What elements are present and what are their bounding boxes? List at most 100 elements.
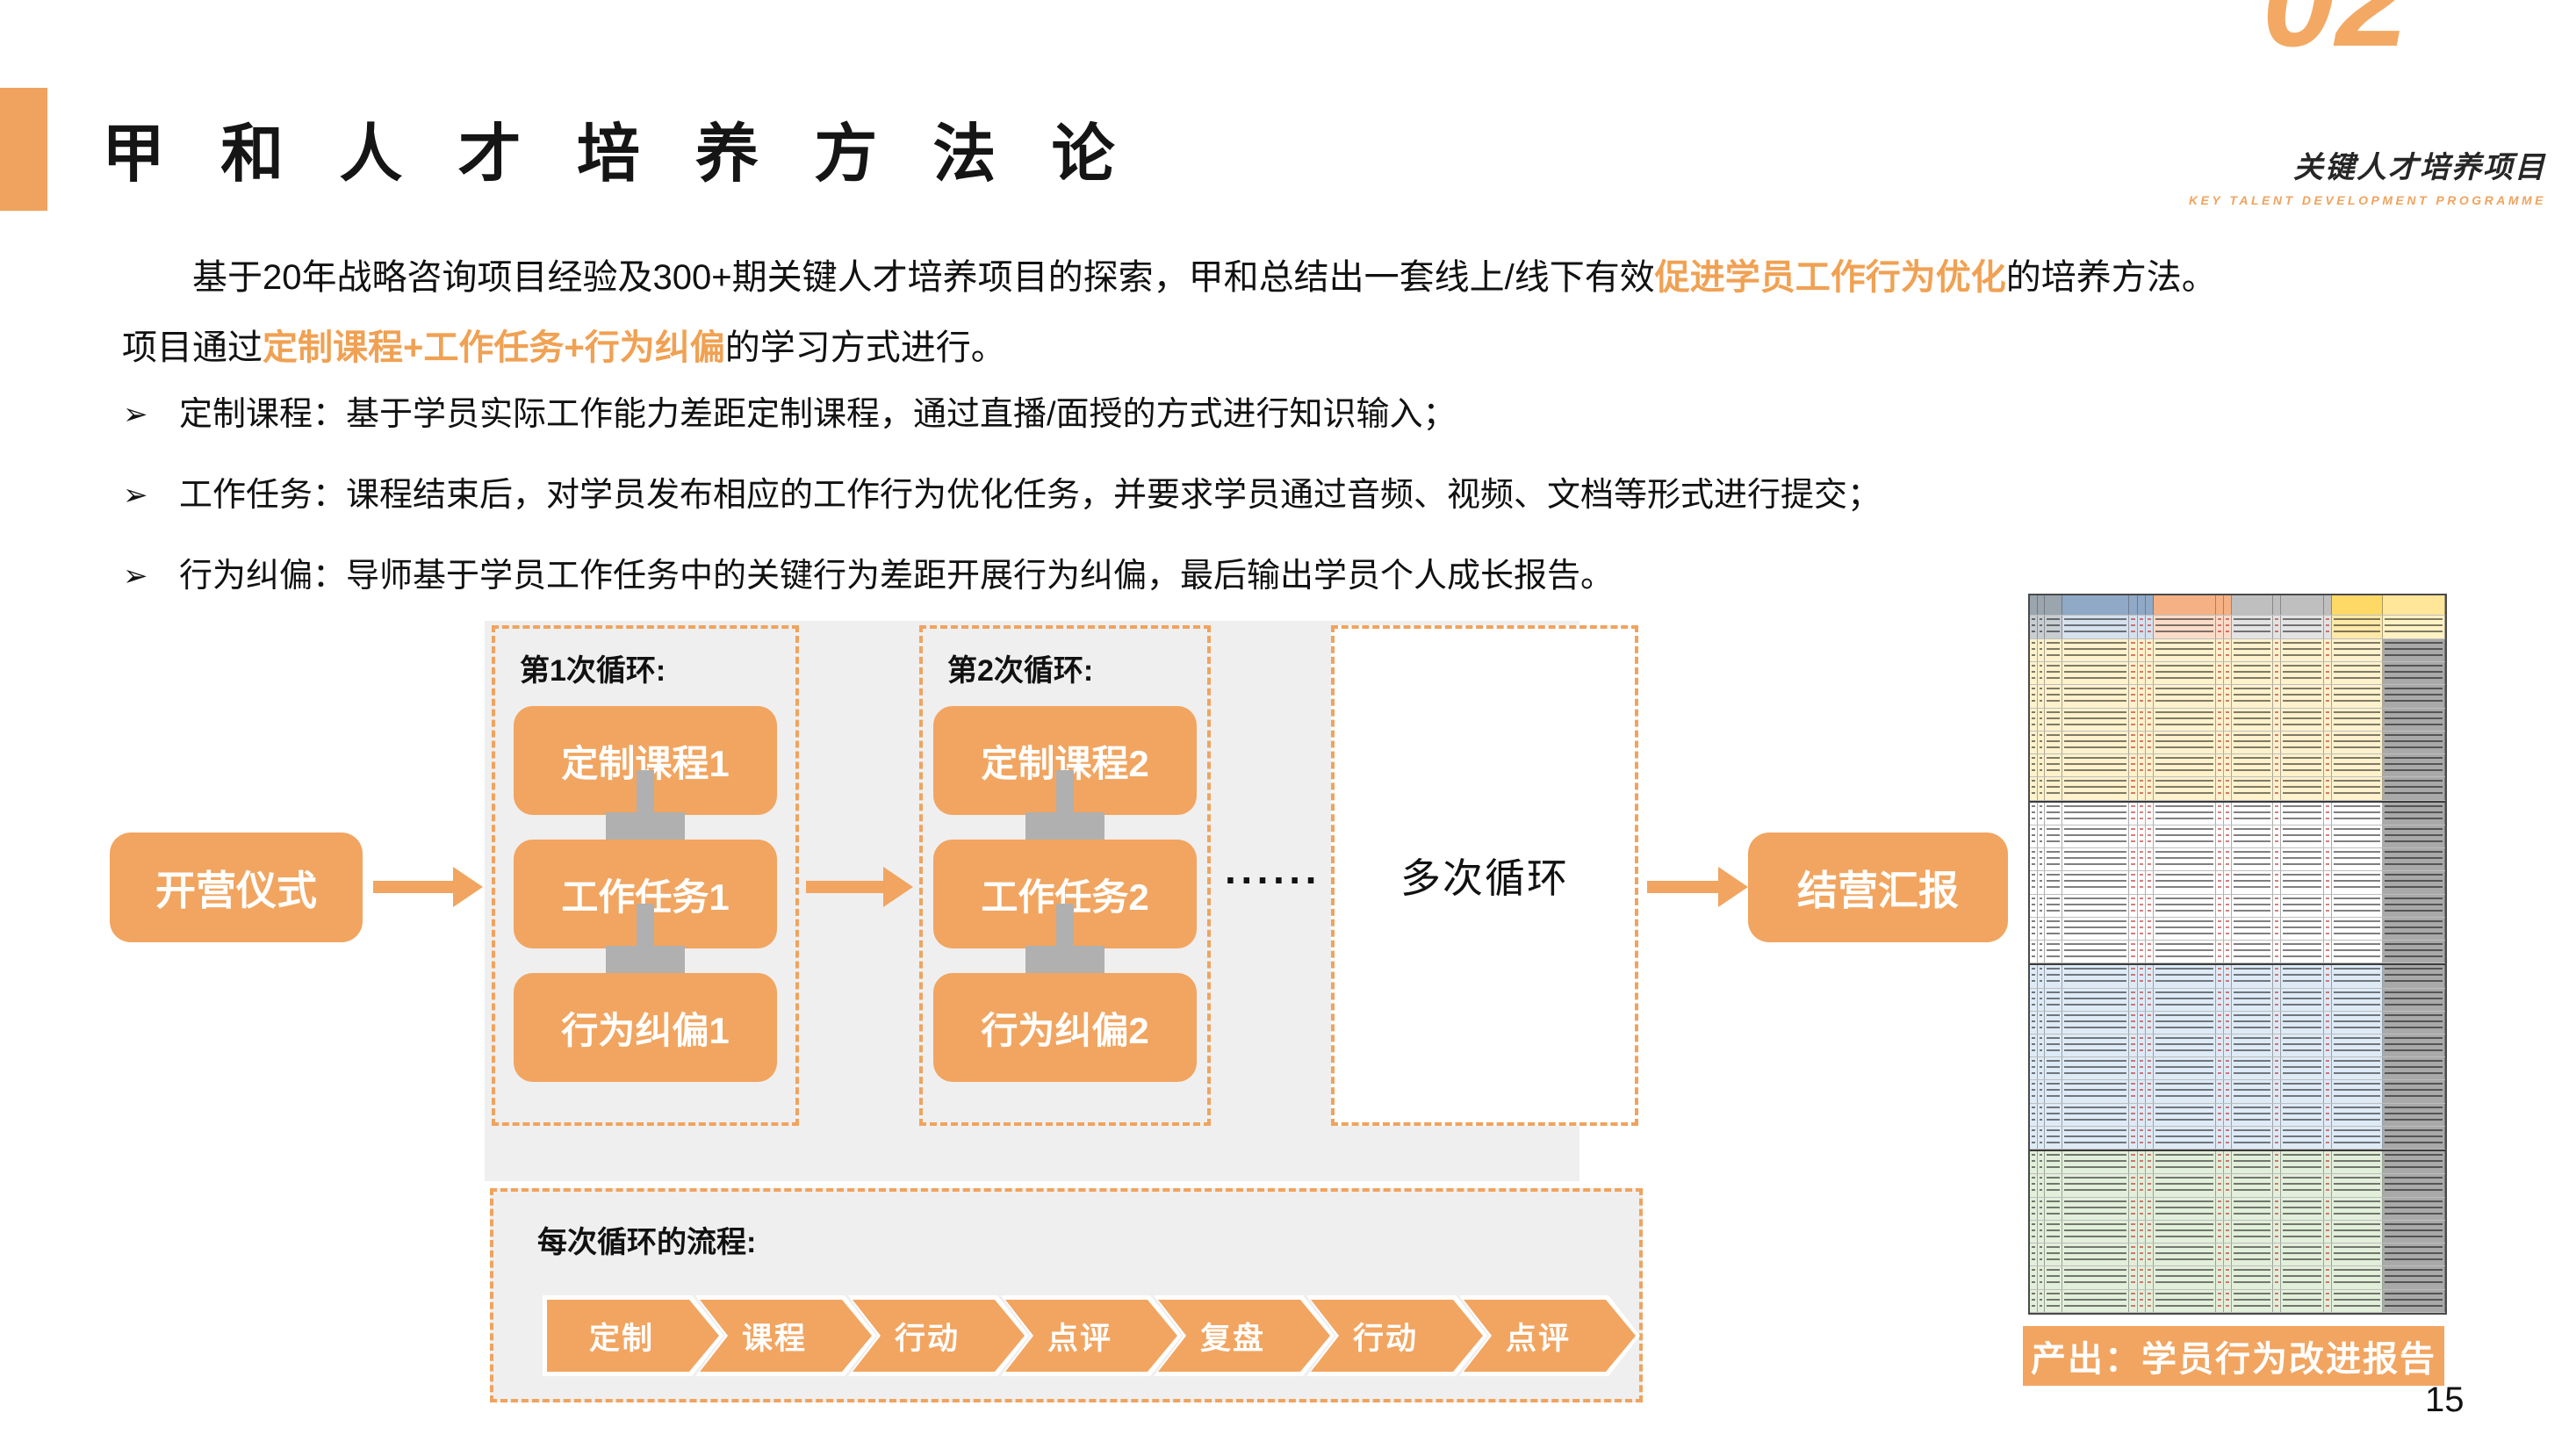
report-table-cell	[2273, 639, 2282, 662]
report-table-cell	[2382, 848, 2445, 871]
report-table-cell	[2030, 871, 2039, 894]
report-table-cell	[2224, 708, 2233, 731]
report-table-cell	[2382, 685, 2445, 708]
report-table-cell	[2232, 1034, 2274, 1057]
report-table-cell	[2382, 917, 2445, 941]
report-table-cell	[2044, 871, 2063, 894]
report-table-cell	[2062, 1289, 2130, 1312]
report-table-cell	[2224, 662, 2233, 685]
report-table-cell	[2038, 1034, 2045, 1057]
report-table-cell	[2044, 1057, 2063, 1080]
report-table-cell	[2153, 917, 2216, 941]
report-table-cell	[2216, 754, 2225, 777]
report-table-cell	[2232, 1220, 2274, 1244]
report-table-cell	[2281, 1174, 2324, 1197]
report-table-cell	[2038, 965, 2045, 988]
report-table-cell	[2030, 1103, 2039, 1126]
report-table-cell	[2382, 662, 2445, 685]
report-table-cell	[2153, 685, 2216, 708]
chapter-number-clip: 02	[2177, 0, 2546, 138]
report-table-cell	[2216, 1126, 2225, 1150]
report-table-cell	[2232, 1080, 2274, 1103]
report-table-cell	[2281, 616, 2324, 638]
report-table-cell	[2216, 1244, 2225, 1266]
report-table-cell	[2232, 965, 2274, 988]
report-table-cell	[2062, 1266, 2130, 1289]
report-table-cell	[2323, 731, 2332, 754]
report-table-cell	[2129, 825, 2138, 848]
report-table-cell	[2216, 1103, 2225, 1126]
report-table-cell	[2137, 1197, 2146, 1220]
report-table-cell	[2331, 1289, 2383, 1312]
intro-paragraph: 基于20年战略咨询项目经验及300+期关键人才培养项目的探索，甲和总结出一套线上…	[122, 242, 2528, 383]
cycle-1-step-correction: 行为纠偏1	[514, 973, 777, 1082]
report-table-cell	[2224, 965, 2233, 988]
chevron-step: 课程	[695, 1295, 876, 1376]
report-table-cell	[2038, 988, 2045, 1011]
report-table-cell	[2331, 708, 2383, 731]
report-table-cell	[2038, 1266, 2045, 1289]
report-table-cell	[2216, 685, 2225, 708]
report-table-cell	[2129, 616, 2138, 638]
report-table-cell	[2216, 662, 2225, 685]
report-table-cell	[2331, 1057, 2383, 1080]
report-table-cell	[2273, 1244, 2282, 1266]
flow-arrow-icon	[373, 867, 483, 907]
report-table-cell	[2232, 802, 2274, 825]
report-table-cell	[2323, 894, 2332, 917]
report-table-cell	[2224, 595, 2233, 615]
report-table-cell	[2038, 616, 2045, 638]
report-table-cell	[2062, 777, 2130, 800]
report-table-cell	[2137, 1034, 2146, 1057]
report-table-cell	[2331, 871, 2383, 894]
report-table-cell	[2030, 1266, 2039, 1289]
report-table-cell	[2281, 685, 2324, 708]
report-table-cell	[2331, 917, 2383, 941]
report-table-cell	[2216, 1289, 2225, 1312]
report-table-cell	[2224, 1080, 2233, 1103]
report-table-cell	[2145, 1244, 2154, 1266]
report-table-cell	[2153, 802, 2216, 825]
report-table-cell	[2224, 639, 2233, 662]
report-table-cell	[2129, 1151, 2138, 1174]
report-table-cell	[2273, 825, 2282, 848]
report-table-cell	[2038, 1220, 2045, 1244]
report-table-cell	[2331, 1126, 2383, 1150]
report-table-cell	[2044, 754, 2063, 777]
report-table-cell	[2030, 1151, 2039, 1174]
report-table-cell	[2044, 662, 2063, 685]
report-table-cell	[2331, 1244, 2383, 1266]
report-table-cell	[2044, 1197, 2063, 1220]
report-table-cell	[2331, 941, 2383, 963]
report-table-cell	[2129, 965, 2138, 988]
bullet-text: 工作任务：课程结束后，对学员发布相应的工作行为优化任务，并要求学员通过音频、视频…	[179, 477, 1882, 514]
report-table-cell	[2145, 1011, 2154, 1034]
report-table-cell	[2062, 988, 2130, 1011]
report-table-cell	[2038, 662, 2045, 685]
arrow-bullet-icon: ➢	[123, 479, 148, 512]
report-table-cell	[2038, 731, 2045, 754]
report-table-cell	[2273, 965, 2282, 988]
report-table-cell	[2145, 1103, 2154, 1126]
report-table-cell	[2382, 1103, 2445, 1126]
report-table-cell	[2137, 894, 2146, 917]
report-table-cell	[2145, 1266, 2154, 1289]
report-table-cell	[2323, 802, 2332, 825]
report-table-cell	[2232, 848, 2274, 871]
report-table-cell	[2273, 1266, 2282, 1289]
report-table-cell	[2145, 616, 2154, 638]
report-table-cell	[2145, 894, 2154, 917]
report-table-cell	[2038, 1289, 2045, 1312]
report-table-cell	[2216, 1197, 2225, 1220]
report-table-cell	[2281, 1266, 2324, 1289]
report-table-cell	[2044, 941, 2063, 963]
report-table-cell	[2281, 894, 2324, 917]
report-table-cell	[2129, 662, 2138, 685]
report-table-cell	[2038, 1151, 2045, 1174]
report-table-cell	[2137, 616, 2146, 638]
report-table-cell	[2137, 1011, 2146, 1034]
report-table-cell	[2232, 988, 2274, 1011]
report-table-cell	[2030, 1174, 2039, 1197]
report-table-cell	[2331, 1011, 2383, 1034]
report-table-cell	[2331, 802, 2383, 825]
